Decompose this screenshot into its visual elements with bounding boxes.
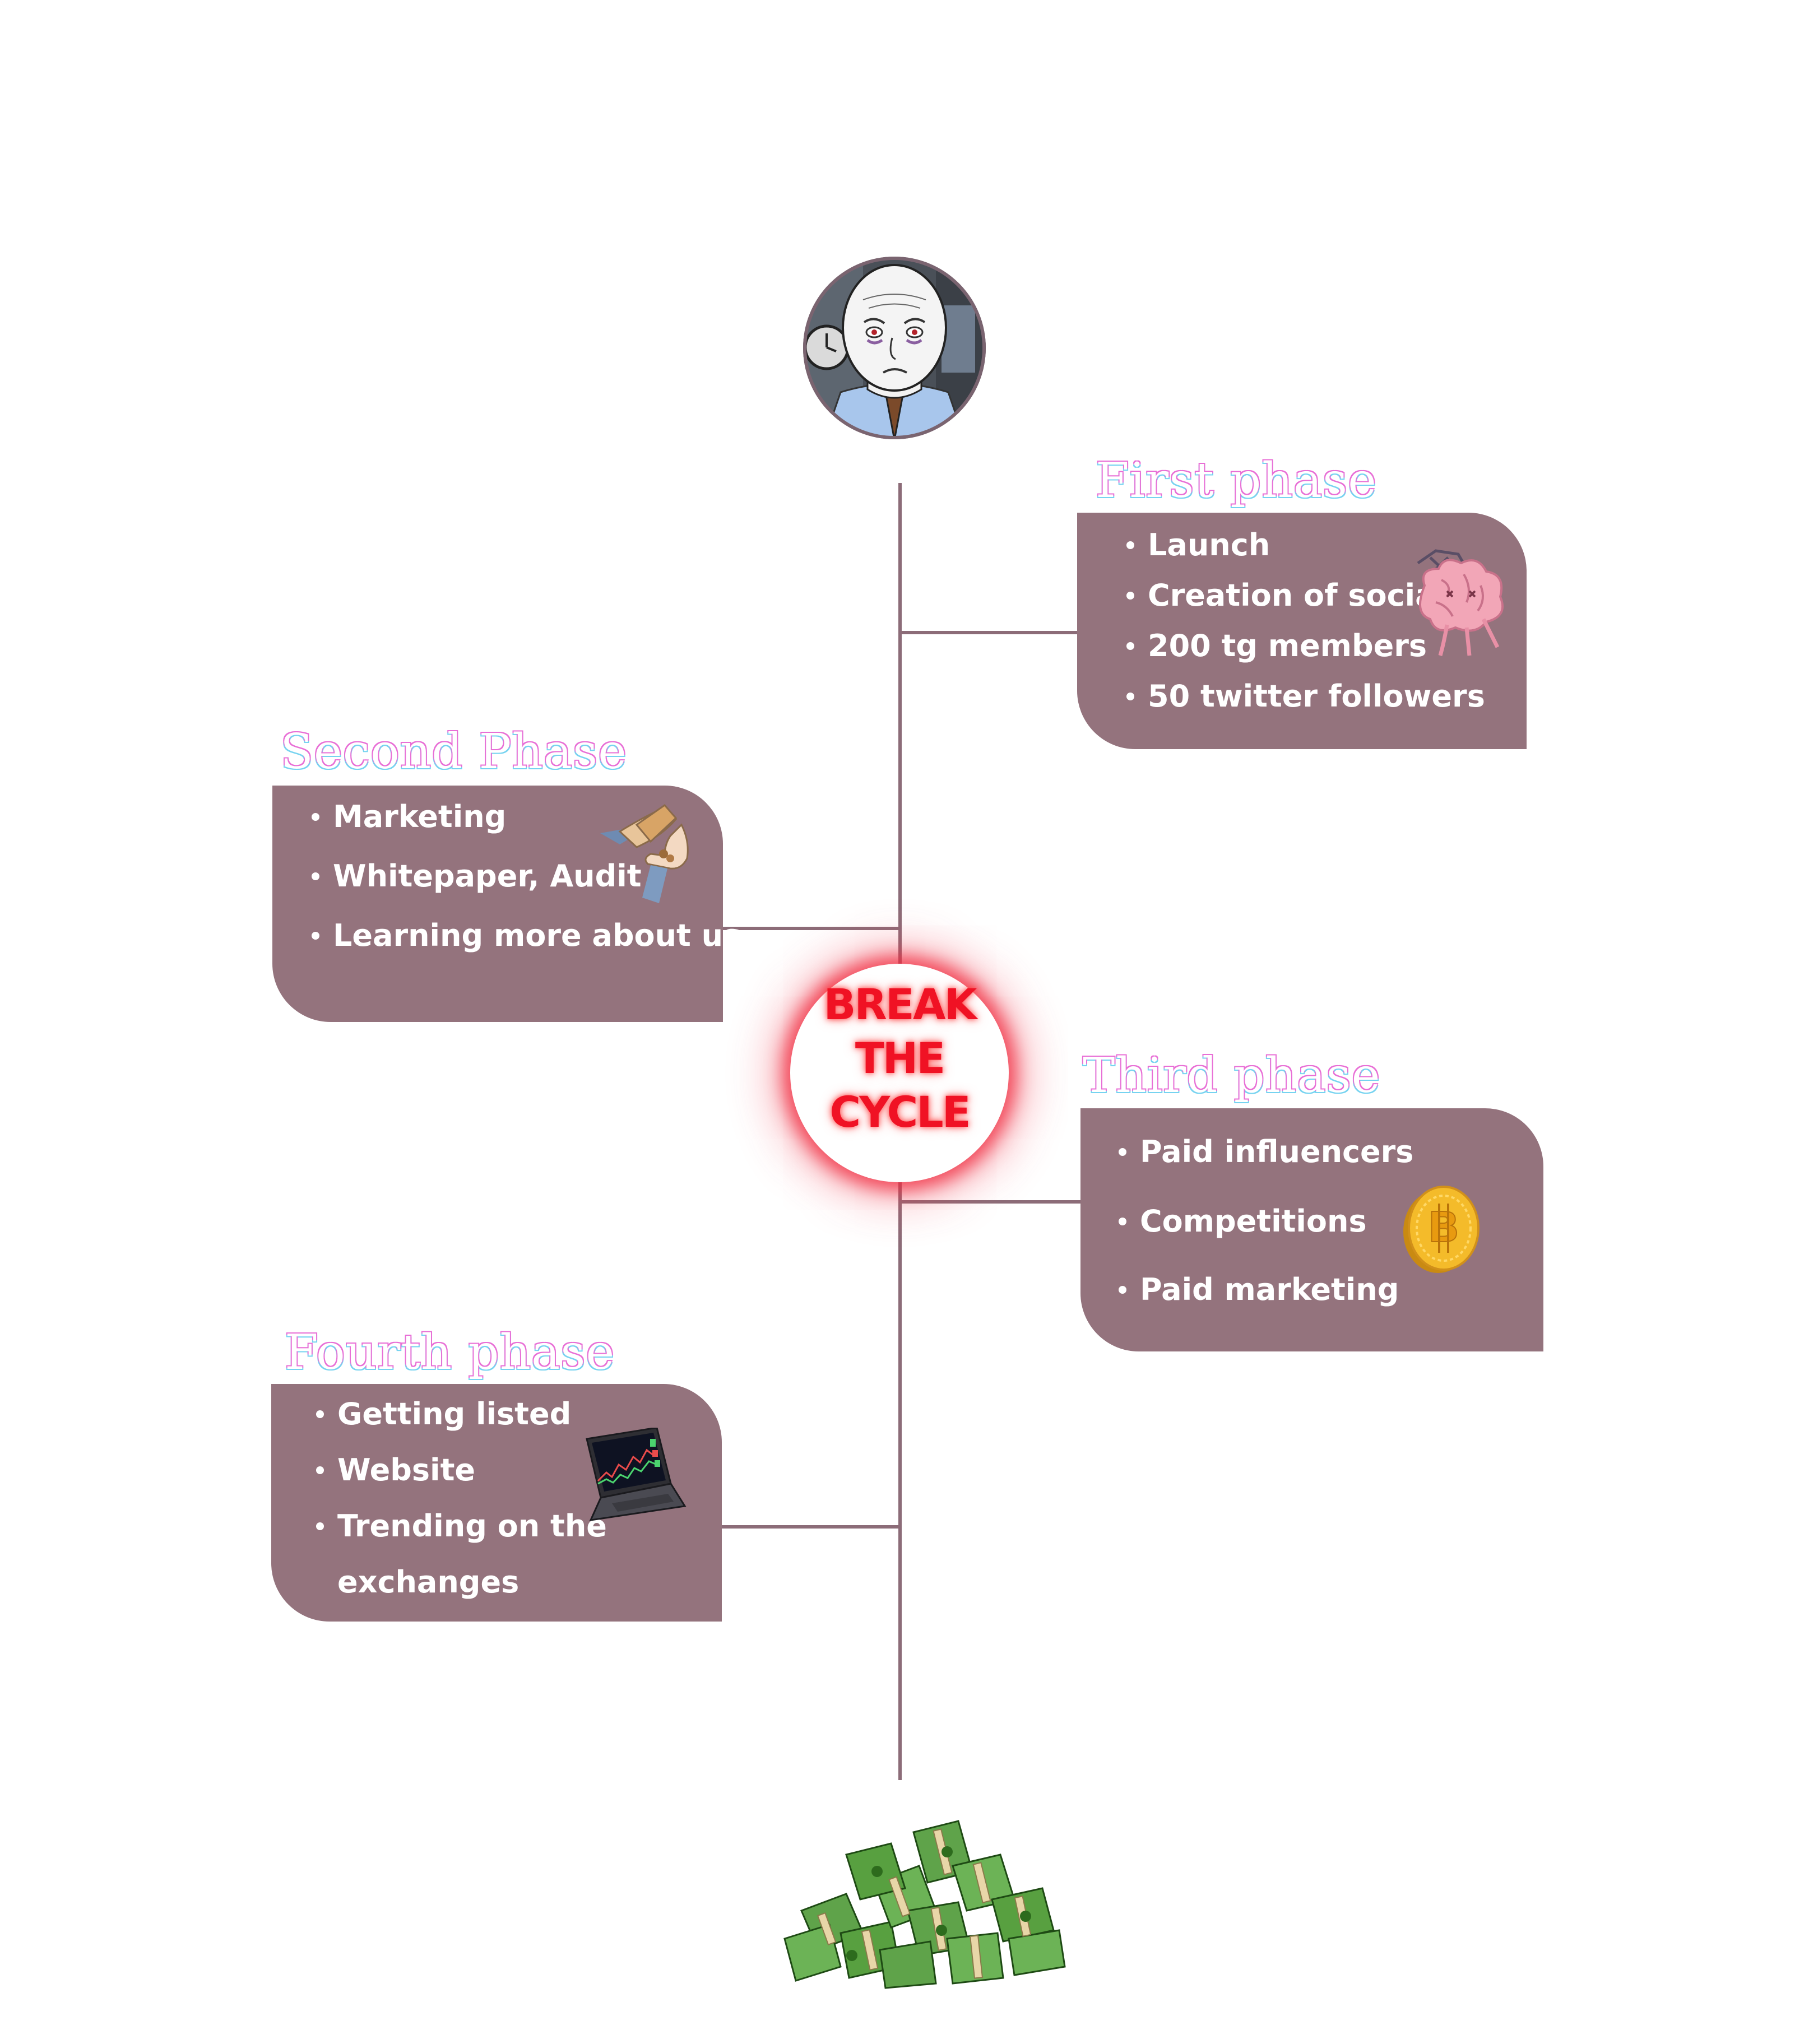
list-item: Launch xyxy=(1126,527,1270,563)
second-phase-card: Marketing Whitepaper, Audit Learning mor… xyxy=(272,786,741,1022)
wojak-avatar xyxy=(801,255,987,441)
center-line-3: CYCLE xyxy=(829,1087,971,1137)
cash-pile-icon xyxy=(779,1799,1070,1989)
first-phase-title: First phase xyxy=(1096,453,1378,509)
connector-fourth-phase xyxy=(722,1525,900,1529)
first-phase-card: Launch Creation of socials 200 tg member… xyxy=(1077,513,1527,749)
center-line-1: BREAK xyxy=(823,979,977,1029)
list-item: Trending on the xyxy=(316,1508,607,1544)
connector-second-phase xyxy=(723,927,900,930)
list-item: Paid influencers xyxy=(1119,1134,1413,1170)
list-item: Whitepaper, Audit xyxy=(312,858,642,894)
connector-first-phase xyxy=(900,631,1077,634)
list-item: Paid marketing xyxy=(1119,1272,1399,1308)
third-phase-title: Third phase xyxy=(1083,1048,1381,1104)
list-item: Learning more about us xyxy=(312,918,741,954)
brain-icon xyxy=(1413,546,1509,658)
svg-text:B: B xyxy=(1428,1204,1459,1252)
break-the-cycle-badge xyxy=(790,964,1009,1182)
list-item: exchanges xyxy=(337,1564,520,1600)
fourth-phase-card: Getting listed Website Trending on the e… xyxy=(271,1384,722,1622)
list-item: Getting listed xyxy=(316,1396,571,1432)
laptop-chart-icon xyxy=(578,1427,690,1523)
fourth-phase-title: Fourth phase xyxy=(285,1325,615,1381)
bitcoin-coin-icon: B xyxy=(1399,1181,1483,1276)
connector-third-phase xyxy=(900,1200,1083,1204)
list-item: Creation of socials xyxy=(1126,578,1464,614)
list-item: Competitions xyxy=(1119,1204,1367,1239)
list-item: Website xyxy=(316,1452,475,1488)
break-the-cycle-text: BREAK THE CYCLE xyxy=(790,978,1009,1139)
list-item: 50 twitter followers xyxy=(1126,679,1485,714)
list-item: 200 tg members xyxy=(1126,628,1427,664)
list-item: Marketing xyxy=(312,799,506,835)
money-exchange-hands-icon xyxy=(597,802,704,909)
second-phase-title: Second Phase xyxy=(280,724,628,780)
third-phase-card: Paid influencers Competitions Paid marke… xyxy=(1080,1108,1543,1351)
center-line-2: THE xyxy=(855,1033,945,1083)
